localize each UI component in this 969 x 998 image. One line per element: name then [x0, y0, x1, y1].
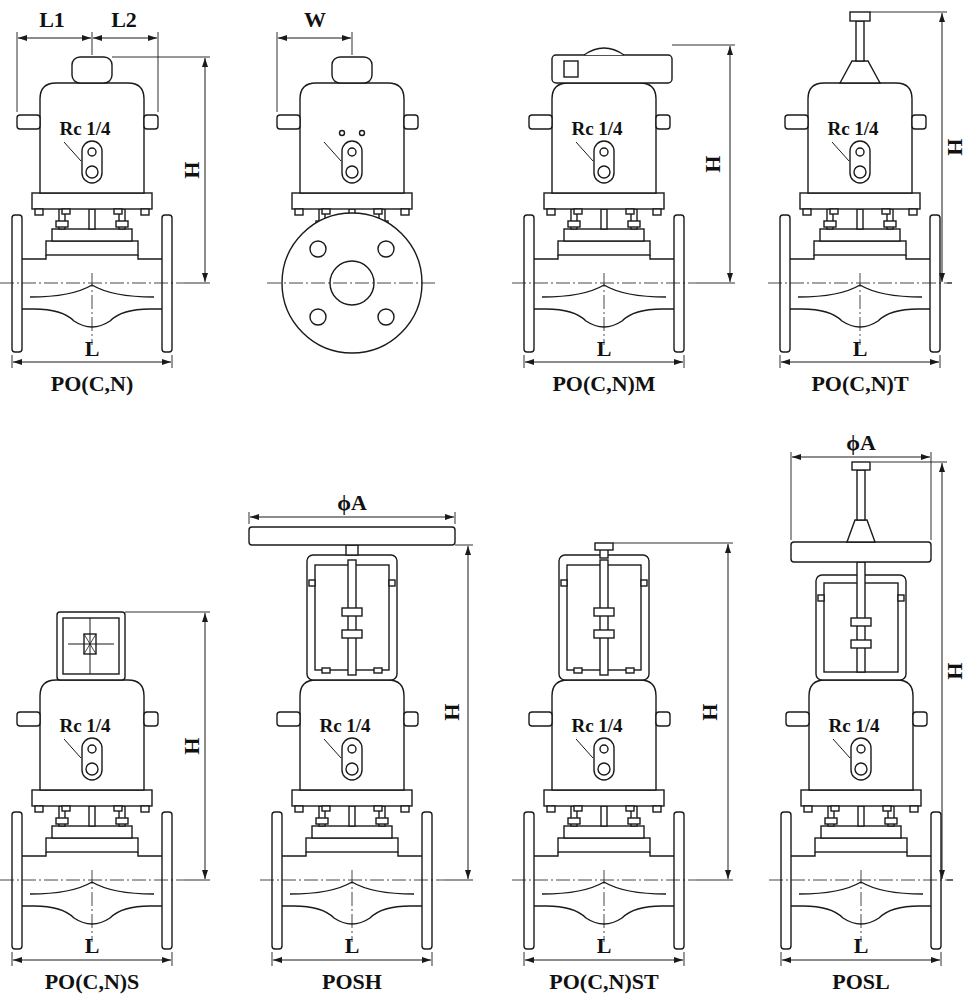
model-caption: PO(C,N)S [45, 971, 140, 993]
dimension-label: H [944, 138, 966, 155]
dimension-label: L [345, 935, 360, 957]
port-label: Rc 1/4 [571, 716, 622, 735]
dimension-label: L [597, 935, 612, 957]
model-caption: POSH [322, 971, 382, 993]
dimension-label: H [702, 155, 724, 172]
dimension-label: L [854, 935, 869, 957]
model-caption: PO(C,N)M [552, 373, 655, 395]
model-caption: PO(C,N)ST [549, 971, 658, 993]
dimension-label: L2 [111, 9, 137, 31]
dimension-label: L [85, 935, 100, 957]
dimension-label: L1 [39, 9, 65, 31]
port-label: Rc 1/4 [828, 716, 879, 735]
dimension-label: L [597, 338, 612, 360]
port-label: Rc 1/4 [59, 716, 110, 735]
port-label: Rc 1/4 [571, 119, 622, 138]
dimension-label: W [304, 9, 326, 31]
port-label: Rc 1/4 [59, 119, 110, 138]
dimension-label: H [181, 737, 203, 754]
model-caption: PO(C,N) [51, 373, 133, 395]
dimension-label: L [85, 338, 100, 360]
model-caption: POSL [832, 971, 889, 993]
model-caption: PO(C,N)T [811, 373, 908, 395]
dimension-label: ϕA [337, 492, 367, 514]
dimension-label: H [699, 703, 721, 720]
dimension-label: L [853, 338, 868, 360]
port-label: Rc 1/4 [319, 716, 370, 735]
dimension-label: H [181, 161, 203, 178]
dimension-label: ϕA [846, 432, 876, 454]
dimension-label: H [944, 662, 966, 679]
port-label: Rc 1/4 [827, 119, 878, 138]
dimension-label: H [441, 703, 463, 720]
